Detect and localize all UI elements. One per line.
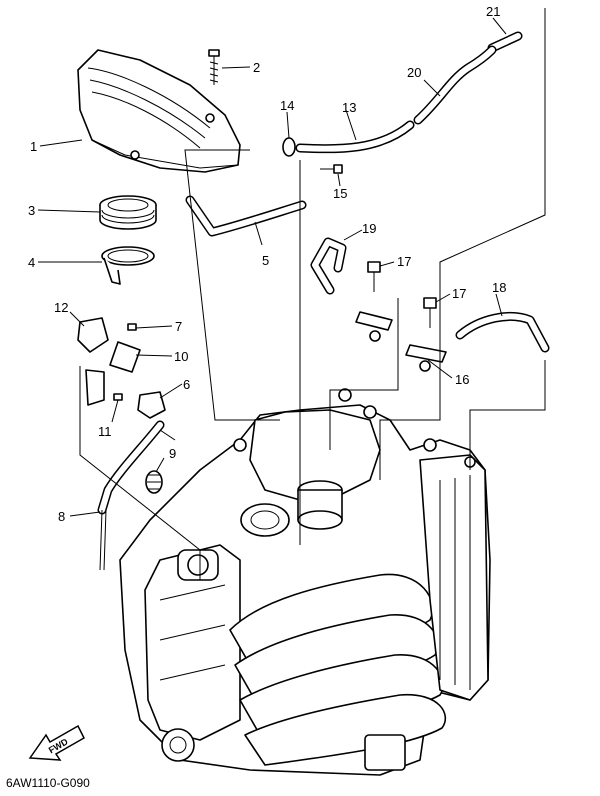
engine-block [119,388,491,776]
grommet-part-9 [145,470,163,494]
fwd-direction-arrow: FWD [28,724,85,761]
callout-16: 16 [455,372,469,387]
callout-8: 8 [58,509,65,524]
callout-20: 20 [407,65,421,80]
callout-9: 9 [169,446,176,461]
screw-part-7 [127,323,137,331]
callout-11: 11 [98,424,112,439]
callout-1: 1 [30,139,37,154]
callout-10: 10 [174,349,188,364]
callout-6: 6 [183,377,190,392]
hose-clip-part-14 [282,137,296,157]
callout-15: 15 [333,186,347,201]
callout-5: 5 [262,253,269,268]
bolt-part-17-upper [367,261,381,292]
callout-19: 19 [362,221,376,236]
sensor-part-6 [137,391,166,419]
hose-part-19 [310,237,347,295]
screw-part-11 [113,393,123,401]
hose-part-20 [413,45,497,125]
hose-part-8 [97,420,165,571]
callout-18: 18 [492,280,506,295]
callout-12: 12 [54,300,68,315]
hose-part-18 [455,312,550,353]
intake-silencer-cover [77,49,241,173]
hose-part-5 [185,195,307,237]
figure-code: 6AW1110-G090 [6,776,90,790]
callout-17-upper: 17 [397,254,411,269]
callout-4: 4 [28,255,35,270]
clamp-band-part-4 [101,246,155,285]
hose-part-13 [295,120,415,154]
leader-lines [37,8,546,580]
screw-part-15 [320,164,343,174]
callout-21: 21 [486,4,500,19]
callout-labels: 1 2 3 4 5 6 7 8 9 10 11 12 13 14 15 16 1… [28,4,506,524]
callout-13: 13 [342,100,356,115]
holder-part-12 [77,317,109,406]
callout-7: 7 [175,319,182,334]
bracket-part-10 [109,341,141,373]
seal-ring-part-3 [99,195,157,230]
callout-2: 2 [253,60,260,75]
joint-part-16 [355,311,447,372]
bolt-part-2 [208,49,220,85]
callout-3: 3 [28,203,35,218]
hose-part-21 [487,31,523,53]
bolt-part-17-lower [423,297,437,328]
callout-17-lower: 17 [452,286,466,301]
callout-14: 14 [280,98,294,113]
